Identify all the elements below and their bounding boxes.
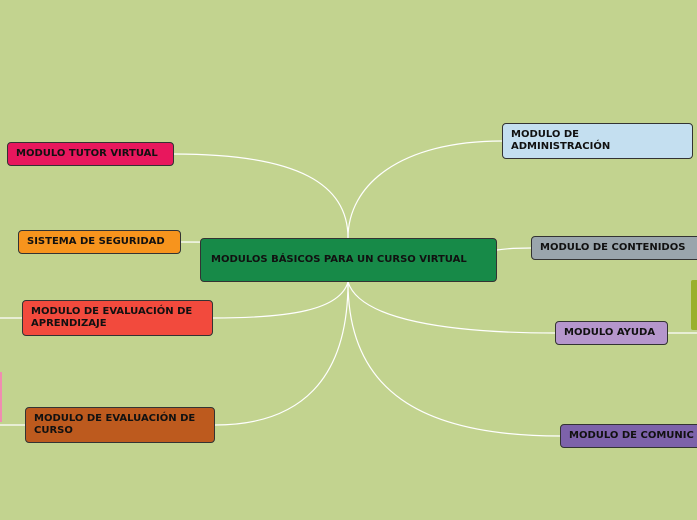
node-label: MODULO TUTOR VIRTUAL xyxy=(16,148,158,159)
connector-administracion xyxy=(347,140,503,239)
connector-comunicacion xyxy=(347,281,561,437)
connector-tutor xyxy=(173,153,349,239)
partial-node-right[interactable] xyxy=(691,280,697,330)
connector-ayuda xyxy=(347,281,556,334)
connector-eval-aprendizaje xyxy=(212,281,349,319)
node-eval-aprendizaje[interactable]: MODULO DE EVALUACIÓN DE APRENDIZAJE xyxy=(22,300,213,336)
central-topic-label: MODULOS BÁSICOS PARA UN CURSO VIRTUAL xyxy=(211,254,467,265)
node-label: SISTEMA DE SEGURIDAD xyxy=(27,236,165,247)
node-label: MODULO AYUDA xyxy=(564,327,656,338)
node-seguridad[interactable]: SISTEMA DE SEGURIDAD xyxy=(18,230,181,254)
connector-eval-curso xyxy=(214,281,349,426)
node-label: MODULO DE COMUNIC xyxy=(569,430,694,441)
node-eval-curso[interactable]: MODULO DE EVALUACIÓN DE CURSO xyxy=(25,407,215,443)
node-ayuda[interactable]: MODULO AYUDA xyxy=(555,321,668,345)
node-label: MODULO DE EVALUACIÓN DE CURSO xyxy=(34,413,196,436)
node-label: MODULO DE ADMINISTRACIÓN xyxy=(511,129,611,152)
partial-node-left[interactable] xyxy=(0,372,2,422)
node-tutor[interactable]: MODULO TUTOR VIRTUAL xyxy=(7,142,174,166)
node-administracion[interactable]: MODULO DE ADMINISTRACIÓN xyxy=(502,123,693,159)
node-contenidos[interactable]: MODULO DE CONTENIDOS xyxy=(531,236,697,260)
central-topic[interactable]: MODULOS BÁSICOS PARA UN CURSO VIRTUAL xyxy=(200,238,497,282)
node-label: MODULO DE CONTENIDOS xyxy=(540,242,686,253)
node-label: MODULO DE EVALUACIÓN DE APRENDIZAJE xyxy=(31,306,193,329)
connector-contenidos xyxy=(496,247,532,251)
node-comunicacion[interactable]: MODULO DE COMUNIC xyxy=(560,424,697,448)
